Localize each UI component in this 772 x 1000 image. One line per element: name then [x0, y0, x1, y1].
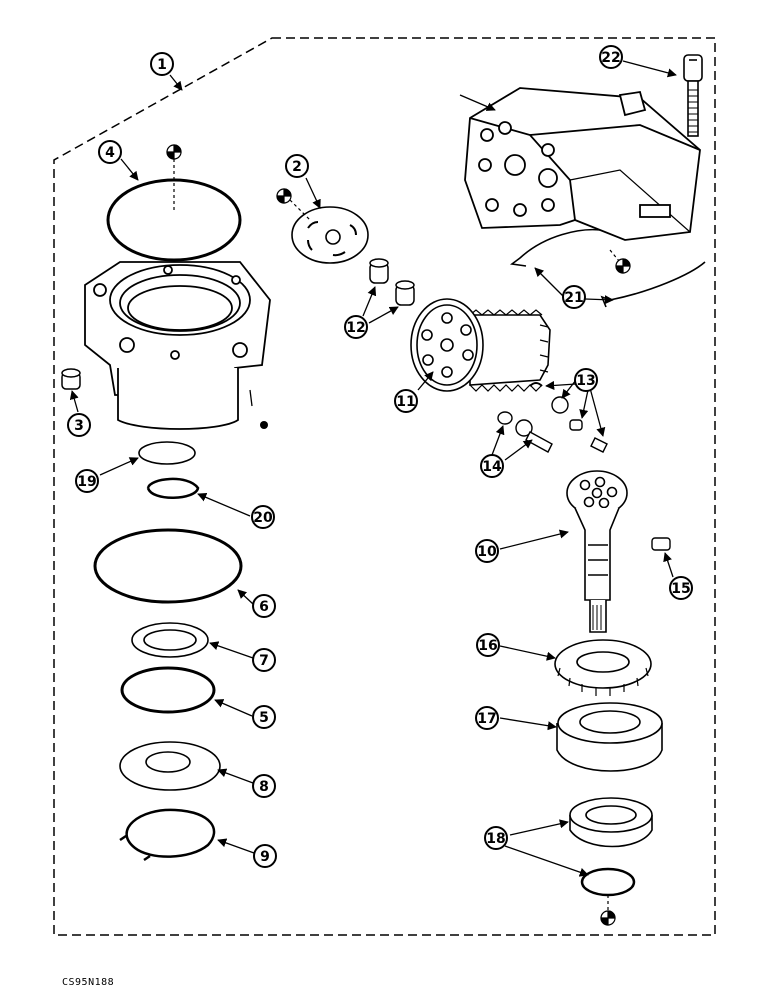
callout-12: 12	[344, 315, 368, 339]
valve-block-housing	[464, 87, 701, 241]
callout-5: 5	[252, 705, 276, 729]
svg-text:4: 4	[105, 145, 115, 161]
svg-text:1: 1	[157, 57, 167, 73]
bevel-gear-part	[554, 639, 652, 696]
svg-text:17: 17	[477, 711, 496, 727]
callout-1: 1	[150, 52, 174, 76]
svg-text:5: 5	[259, 710, 269, 726]
valve-plate-part	[291, 206, 369, 264]
callout-8: 8	[252, 774, 276, 798]
section-marker-symbols	[166, 144, 631, 926]
figure-code: CS95N188	[62, 977, 115, 988]
svg-text:7: 7	[259, 653, 269, 669]
oring-part-6	[93, 528, 243, 604]
svg-text:9: 9	[260, 849, 270, 865]
snap-ring-part-9	[119, 808, 216, 862]
callout-14: 14	[480, 454, 504, 478]
callout-3: 3	[67, 413, 91, 437]
callout-20: 20	[251, 505, 275, 529]
svg-text:18: 18	[486, 831, 505, 847]
svg-text:22: 22	[601, 50, 620, 66]
callout-19: 19	[75, 469, 99, 493]
svg-text:2: 2	[292, 159, 302, 175]
callout-21: 21	[562, 285, 586, 309]
cap-screw-part	[683, 54, 703, 137]
svg-text:14: 14	[482, 459, 502, 475]
assembly-outline	[53, 37, 716, 936]
callout-7: 7	[252, 648, 276, 672]
callout-2: 2	[285, 154, 309, 178]
callout-22: 22	[599, 45, 623, 69]
motor-housing-flange	[84, 261, 271, 430]
callout-9: 9	[253, 844, 277, 868]
snap-ring-part-20	[146, 477, 200, 499]
svg-text:3: 3	[74, 418, 84, 434]
callout-6: 6	[252, 594, 276, 618]
svg-text:15: 15	[671, 581, 690, 597]
svg-text:13: 13	[576, 373, 595, 389]
callout-11: 11	[394, 389, 418, 413]
cylinder-block-part	[410, 298, 551, 392]
piston-hardware-part	[529, 382, 608, 453]
plug-part	[61, 368, 81, 390]
callout-16: 16	[476, 633, 500, 657]
oring-part-19	[138, 441, 196, 465]
drive-shaft-part	[566, 470, 628, 633]
callout-17: 17	[475, 706, 499, 730]
svg-text:11: 11	[396, 394, 415, 410]
pin-part	[651, 537, 671, 551]
callout-18: 18	[484, 826, 508, 850]
svg-text:10: 10	[477, 544, 497, 560]
oring-part-5	[120, 666, 216, 714]
bearing-part-18	[569, 797, 653, 848]
ring-part-8	[119, 741, 221, 791]
svg-text:6: 6	[259, 599, 269, 615]
leader-lines	[69, 60, 677, 877]
callout-13: 13	[574, 368, 598, 392]
bearing-part-17	[556, 702, 663, 772]
svg-text:16: 16	[478, 638, 497, 654]
svg-text:21: 21	[564, 290, 583, 306]
seal-part-7	[131, 622, 209, 658]
callout-15: 15	[669, 576, 693, 600]
reference-dot	[260, 421, 268, 429]
retaining-clips-part	[509, 228, 706, 308]
svg-text:8: 8	[259, 779, 269, 795]
bushings-part	[369, 258, 415, 306]
svg-text:19: 19	[77, 474, 96, 490]
callout-4: 4	[98, 140, 122, 164]
ring-part-18	[580, 867, 636, 897]
svg-text:12: 12	[346, 320, 365, 336]
callout-10: 10	[475, 539, 499, 563]
svg-text:20: 20	[253, 510, 273, 526]
ball-piston-part	[497, 411, 553, 453]
